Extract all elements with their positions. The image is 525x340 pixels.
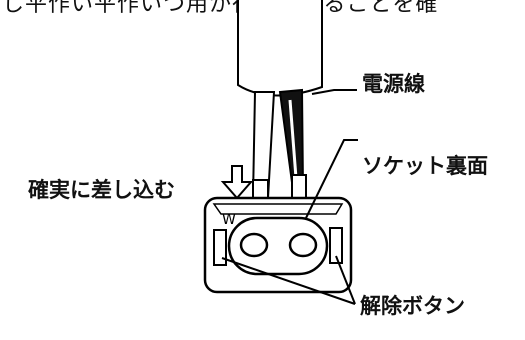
release-leader-right [335,255,356,305]
wires [251,88,307,206]
black-wire-highlight [288,99,298,179]
power-cord-label: 電源線 [362,72,425,96]
cable-jacket [237,0,323,97]
cropped-instruction-text: し平作い平作いつ用か行いていることを確 [2,0,439,17]
push-firmly-label: 確実に差し込む [28,178,175,202]
leader-lines [221,89,358,305]
socket-back-leader [305,139,358,219]
socket-back-label: ソケット裏面 [362,154,488,178]
release-button-right [329,227,343,264]
push-arrow-icon [220,165,254,200]
power-cord-leader [311,89,357,95]
socket-w-mark: W [222,212,236,228]
release-button-label: 解除ボタン [360,294,465,318]
release-button-left [213,229,227,266]
release-leader-left [221,257,356,305]
